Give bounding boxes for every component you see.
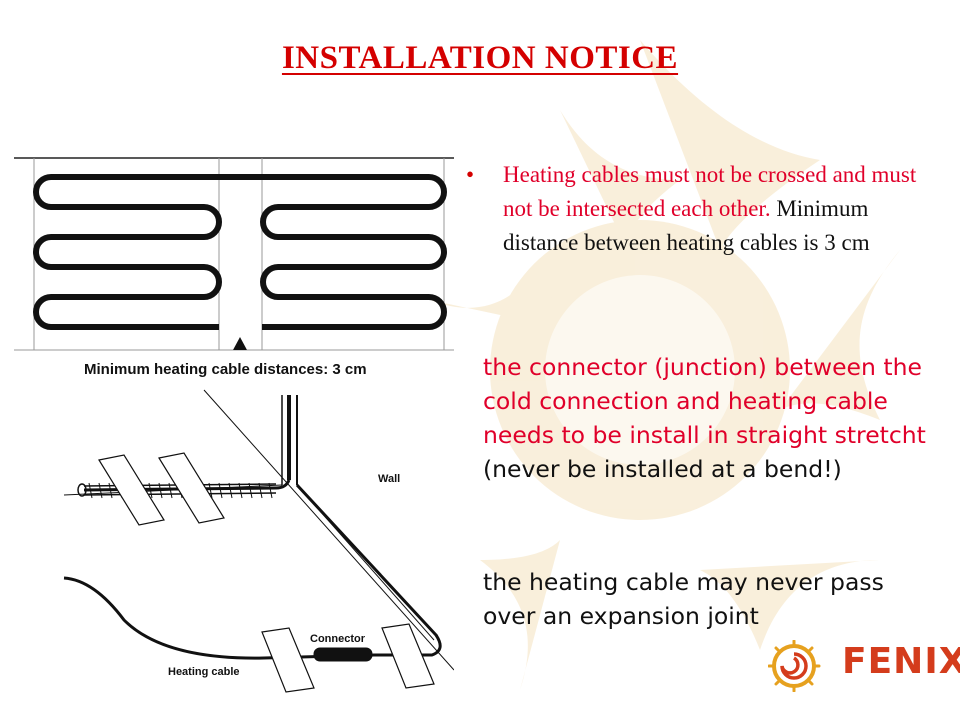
bullet-cable-crossing: • Heating cables must not be crossed and… <box>466 158 936 260</box>
cable-layout-panel: Minimum heating cable distances: 3 cm <box>14 157 454 378</box>
wall-label: Wall <box>378 473 400 485</box>
distance-caption: Minimum heating cable distances: 3 cm <box>84 361 367 378</box>
bullet-black-text: Minimum distance between heating cables … <box>503 196 870 255</box>
installation-diagram: Minimum heating cable distances: 3 cm Wa… <box>14 157 454 693</box>
slide-title: INSTALLATION NOTICE <box>281 40 679 76</box>
heating-cable-label: Heating cable <box>168 666 240 678</box>
connector-black-text: (never be installed at a bend!) <box>483 455 842 483</box>
distance-arrow-icon <box>233 337 247 350</box>
connector-red-text: the connector (junction) between the col… <box>483 353 926 449</box>
bullet-red-text: Heating cables must not be crossed and m… <box>503 162 917 221</box>
sun-spiral-icon <box>768 640 821 692</box>
bullet-text: Heating cables must not be crossed and m… <box>503 158 936 260</box>
connector-label: Connector <box>310 633 366 645</box>
connector-sketch <box>63 389 454 693</box>
fenix-logo-text: FENIX <box>842 641 960 682</box>
connector-paragraph: the connector (junction) between the col… <box>483 350 943 486</box>
fenix-logo <box>768 640 821 692</box>
expansion-joint-paragraph: the heating cable may never pass over an… <box>483 568 884 630</box>
bullet-dot: • <box>466 162 475 187</box>
